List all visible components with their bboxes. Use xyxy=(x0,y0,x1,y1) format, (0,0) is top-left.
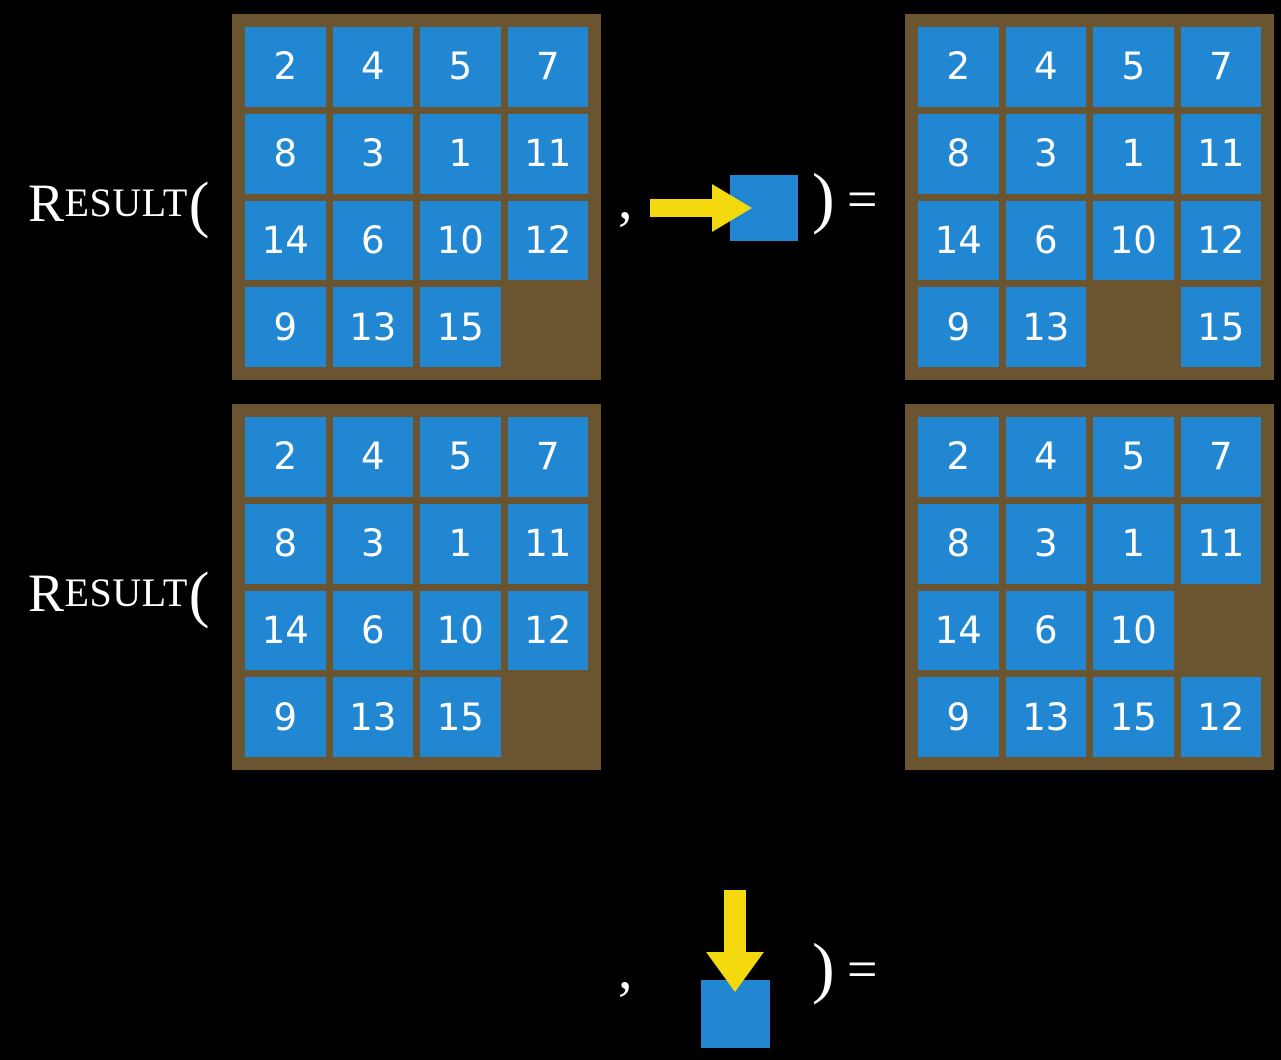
result-close-paren-bottom: ) xyxy=(812,929,835,1005)
tile[interactable]: 10 xyxy=(420,200,501,281)
tile[interactable]: 5 xyxy=(420,417,501,497)
argument-separator-comma-top: , xyxy=(618,166,633,231)
tile[interactable]: 7 xyxy=(1180,417,1261,497)
output-board-top: 2 4 5 7 8 3 1 11 14 6 10 12 9 13 15 xyxy=(905,14,1274,380)
tile[interactable]: 12 xyxy=(507,590,588,671)
tile[interactable]: 13 xyxy=(332,677,413,757)
tile[interactable]: 4 xyxy=(1005,417,1086,497)
tile[interactable]: 14 xyxy=(245,590,326,671)
tile[interactable]: 15 xyxy=(420,677,501,757)
equation-row-move-right: R ESULT ( 2 4 5 7 8 3 1 11 14 6 10 12 9 … xyxy=(0,0,1281,390)
blank-cell xyxy=(508,287,589,367)
tile[interactable]: 10 xyxy=(420,590,501,671)
blank-cell xyxy=(508,677,589,757)
tile[interactable]: 9 xyxy=(245,677,326,757)
input-grid-top: 2 4 5 7 8 3 1 11 14 6 10 12 9 13 15 xyxy=(245,27,588,367)
tile[interactable]: 1 xyxy=(420,503,501,584)
action-move-down xyxy=(690,890,800,1060)
tile[interactable]: 5 xyxy=(1093,27,1174,107)
tile[interactable]: 1 xyxy=(1093,113,1174,194)
equals-sign-top: = xyxy=(847,169,878,229)
tile[interactable]: 11 xyxy=(507,503,588,584)
tile[interactable]: 9 xyxy=(918,677,999,757)
tile[interactable]: 11 xyxy=(1180,503,1261,584)
tile[interactable]: 10 xyxy=(1093,590,1174,671)
tile[interactable]: 1 xyxy=(420,113,501,194)
tile[interactable]: 15 xyxy=(420,287,501,367)
tile[interactable]: 12 xyxy=(1180,200,1261,281)
result-label-rest-top: ESULT xyxy=(64,180,188,225)
input-grid-bottom: 2 4 5 7 8 3 1 11 14 6 10 12 9 13 15 xyxy=(245,417,588,757)
blank-cell xyxy=(1181,591,1262,671)
tile[interactable]: 3 xyxy=(1005,113,1086,194)
result-label-rest-bottom: ESULT xyxy=(64,570,188,615)
tile[interactable]: 13 xyxy=(332,287,413,367)
tile[interactable]: 2 xyxy=(245,27,326,107)
tile[interactable]: 6 xyxy=(332,200,413,281)
tile[interactable]: 12 xyxy=(1180,677,1261,757)
equals-sign-bottom: = xyxy=(847,939,878,999)
output-grid-bottom: 2 4 5 7 8 3 1 11 14 6 10 9 13 15 12 xyxy=(918,417,1261,757)
tile[interactable]: 14 xyxy=(918,590,999,671)
tile[interactable]: 11 xyxy=(1180,113,1261,194)
tile[interactable]: 13 xyxy=(1005,287,1086,367)
tile[interactable]: 14 xyxy=(245,200,326,281)
result-label-lead-top: R xyxy=(28,173,65,233)
tile[interactable]: 11 xyxy=(507,113,588,194)
tile[interactable]: 8 xyxy=(245,503,326,584)
input-board-top: 2 4 5 7 8 3 1 11 14 6 10 12 9 13 15 xyxy=(232,14,601,380)
tile[interactable]: 6 xyxy=(332,590,413,671)
result-label-lead-bottom: R xyxy=(28,563,65,623)
tile[interactable]: 15 xyxy=(1180,287,1261,367)
tile[interactable]: 4 xyxy=(332,417,413,497)
tile[interactable]: 8 xyxy=(918,503,999,584)
arrow-down-icon xyxy=(702,890,768,992)
tile[interactable]: 10 xyxy=(1093,200,1174,281)
tile[interactable]: 7 xyxy=(507,417,588,497)
tile[interactable]: 13 xyxy=(1005,677,1086,757)
tile[interactable]: 12 xyxy=(507,200,588,281)
output-grid-top: 2 4 5 7 8 3 1 11 14 6 10 12 9 13 15 xyxy=(918,27,1261,367)
tile[interactable]: 5 xyxy=(420,27,501,107)
tile[interactable]: 3 xyxy=(1005,503,1086,584)
tile[interactable]: 14 xyxy=(918,200,999,281)
tile[interactable]: 2 xyxy=(918,27,999,107)
result-close-paren-top: ) xyxy=(812,159,835,235)
tile[interactable]: 1 xyxy=(1093,503,1174,584)
input-board-bottom: 2 4 5 7 8 3 1 11 14 6 10 12 9 13 15 xyxy=(232,404,601,770)
tile[interactable]: 3 xyxy=(332,503,413,584)
tile[interactable]: 8 xyxy=(918,113,999,194)
tile[interactable]: 6 xyxy=(1005,590,1086,671)
result-label-top: R ESULT ( xyxy=(28,163,210,243)
tile[interactable]: 4 xyxy=(1005,27,1086,107)
tile[interactable]: 8 xyxy=(245,113,326,194)
tile[interactable]: 6 xyxy=(1005,200,1086,281)
tile[interactable]: 15 xyxy=(1093,677,1174,757)
result-label-bottom: R ESULT ( xyxy=(28,553,210,633)
tile[interactable]: 7 xyxy=(1180,27,1261,107)
output-board-bottom: 2 4 5 7 8 3 1 11 14 6 10 9 13 15 12 xyxy=(905,404,1274,770)
tile[interactable]: 9 xyxy=(918,287,999,367)
tile[interactable]: 9 xyxy=(245,287,326,367)
action-move-right xyxy=(650,168,810,248)
argument-separator-comma-bottom: , xyxy=(618,936,633,1001)
tile[interactable]: 2 xyxy=(245,417,326,497)
equation-row-move-down: R ESULT ( 2 4 5 7 8 3 1 11 14 6 10 12 9 … xyxy=(0,390,1281,1048)
tile[interactable]: 2 xyxy=(918,417,999,497)
tile[interactable]: 3 xyxy=(332,113,413,194)
arrow-right-icon xyxy=(650,182,752,234)
blank-cell xyxy=(1093,287,1174,367)
tile[interactable]: 7 xyxy=(507,27,588,107)
result-open-paren-bottom: ( xyxy=(188,561,210,629)
tile[interactable]: 5 xyxy=(1093,417,1174,497)
tile[interactable]: 4 xyxy=(332,27,413,107)
result-open-paren-top: ( xyxy=(188,171,210,239)
